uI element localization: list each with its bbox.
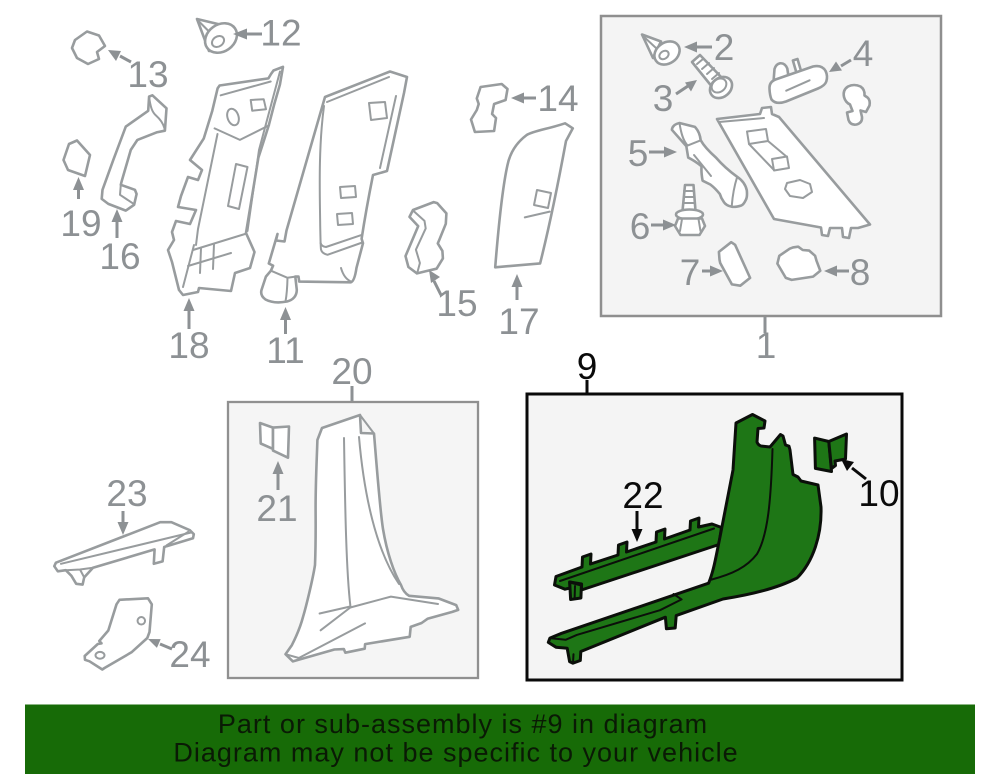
svg-text:12: 12 bbox=[260, 13, 301, 54]
svg-text:7: 7 bbox=[680, 252, 701, 293]
svg-text:19: 19 bbox=[60, 203, 101, 244]
svg-text:11: 11 bbox=[266, 330, 304, 371]
svg-text:14: 14 bbox=[537, 78, 578, 119]
svg-text:2: 2 bbox=[714, 27, 735, 68]
svg-text:9: 9 bbox=[577, 346, 598, 387]
svg-text:15: 15 bbox=[436, 283, 477, 324]
svg-text:5: 5 bbox=[628, 133, 649, 174]
svg-text:4: 4 bbox=[853, 33, 874, 74]
svg-text:16: 16 bbox=[99, 236, 140, 277]
svg-text:17: 17 bbox=[498, 301, 539, 342]
svg-text:22: 22 bbox=[622, 475, 663, 516]
svg-text:6: 6 bbox=[630, 206, 651, 247]
svg-text:20: 20 bbox=[331, 351, 372, 392]
svg-text:23: 23 bbox=[106, 473, 147, 514]
svg-text:21: 21 bbox=[256, 488, 297, 529]
svg-text:8: 8 bbox=[850, 252, 871, 293]
svg-text:Part or sub-assembly is #9 in: Part or sub-assembly is #9 in diagram bbox=[218, 709, 708, 739]
svg-text:18: 18 bbox=[168, 325, 209, 366]
svg-text:24: 24 bbox=[169, 634, 210, 675]
svg-text:13: 13 bbox=[127, 54, 168, 95]
svg-text:Diagram may not be specific to: Diagram may not be specific to your vehi… bbox=[173, 738, 738, 768]
svg-text:3: 3 bbox=[653, 78, 674, 119]
svg-text:1: 1 bbox=[756, 325, 777, 366]
